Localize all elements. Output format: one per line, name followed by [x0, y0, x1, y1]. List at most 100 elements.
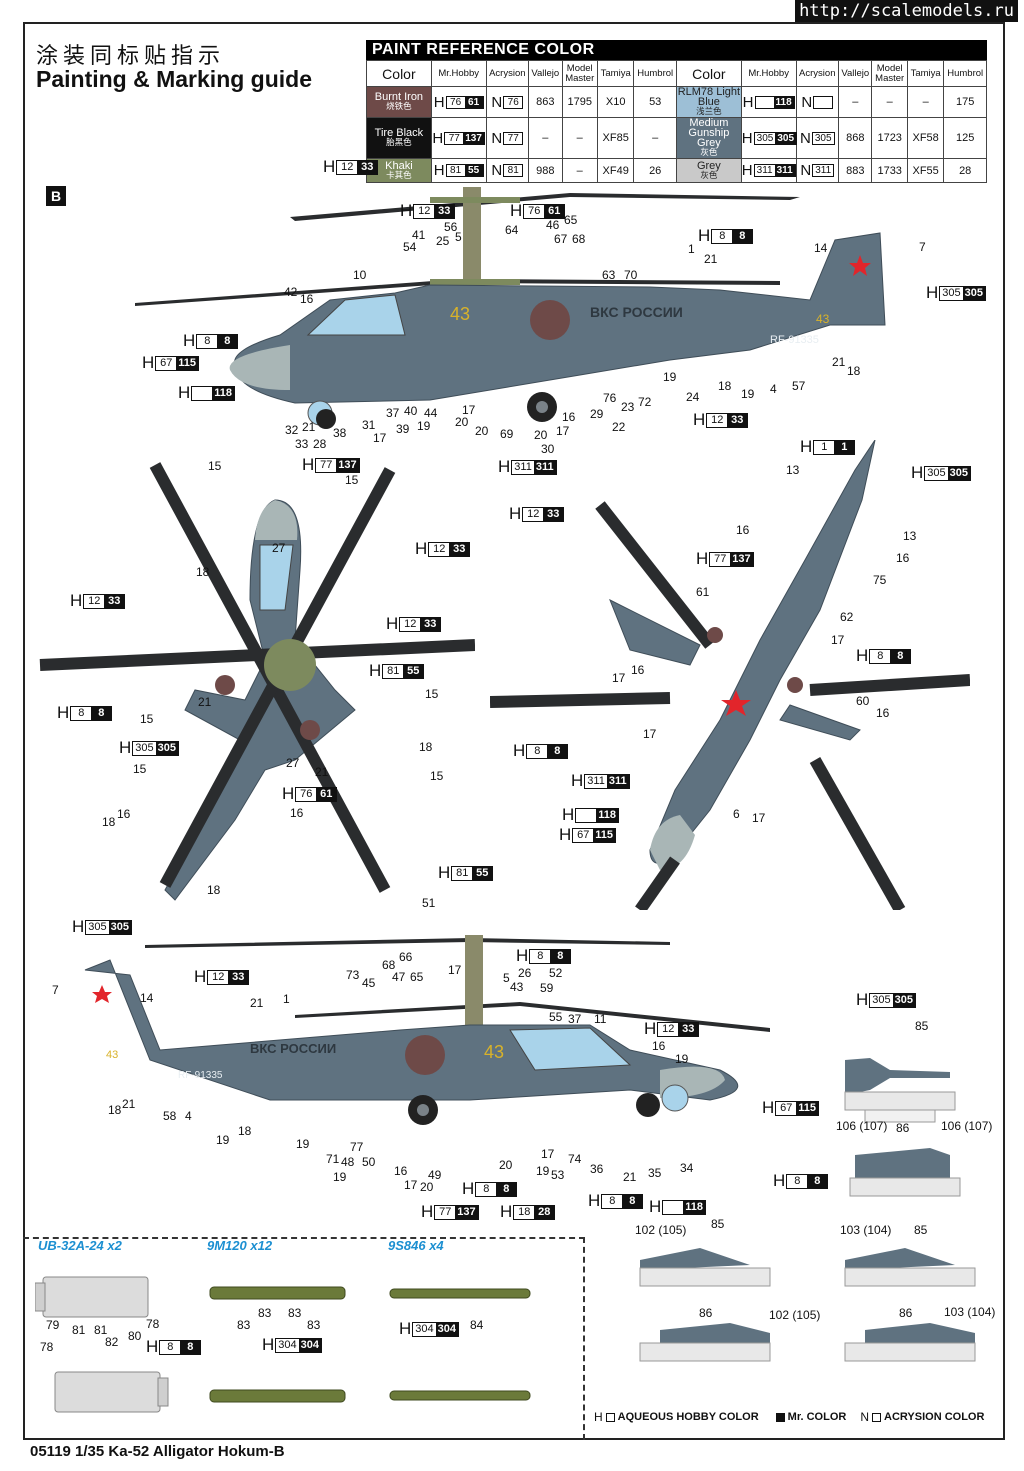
part-number-label: 14 — [814, 241, 828, 255]
part-number-label: 30 — [541, 442, 555, 456]
part-number-label: 21 — [832, 355, 846, 369]
part-number-label: 68 — [572, 232, 586, 246]
model-master-code: – — [871, 86, 908, 118]
part-number-label: 18 — [419, 740, 433, 754]
part-number-label: 18 — [238, 1124, 252, 1138]
part-number-label: 16 — [290, 806, 304, 820]
part-number-label: 15 — [133, 762, 147, 776]
paint-table-title: PAINT REFERENCE COLOR — [366, 40, 987, 60]
part-number-label: 28 — [313, 437, 327, 451]
svg-text:RF-91335: RF-91335 — [178, 1070, 223, 1081]
part-number-label: 17 — [462, 403, 476, 417]
tamiya-code: XF58 — [906, 117, 945, 159]
part-number-label: 18 — [718, 379, 732, 393]
paint-column-header: Humbrol — [633, 60, 677, 87]
weapon-title: 9M120 x12 — [207, 1238, 273, 1253]
part-number-label: 54 — [403, 240, 417, 254]
model-master-code: 1795 — [561, 86, 598, 118]
part-number-label: 83 — [237, 1318, 251, 1332]
part-number-label: 21 — [315, 765, 329, 779]
part-number-label: 4 — [185, 1109, 192, 1123]
part-number-label: 15 — [208, 459, 222, 473]
part-number-label: 38 — [333, 426, 347, 440]
humbrol-code: 26 — [633, 158, 677, 183]
svg-text:43: 43 — [816, 312, 830, 326]
part-number-label: 10 — [353, 268, 367, 282]
part-number-label: 26 — [518, 966, 532, 980]
part-number-label: 86 — [896, 1121, 910, 1135]
part-number-label: 80 — [128, 1329, 142, 1343]
part-number-label: 57 — [792, 379, 806, 393]
part-number-label: 31 — [362, 418, 376, 432]
part-number-label: 67 — [554, 232, 568, 246]
humbrol-code: – — [633, 117, 677, 159]
part-number-label: 32 — [285, 423, 299, 437]
part-number-label: 17 — [373, 431, 387, 445]
part-number-label: 73 — [346, 968, 360, 982]
part-number-label: 63 — [602, 268, 616, 282]
part-number-label: 36 — [590, 1162, 604, 1176]
part-number-label: 78 — [146, 1317, 160, 1331]
part-number-label: 7 — [52, 983, 59, 997]
part-number-label: 21 — [623, 1170, 637, 1184]
part-number-label: 27 — [286, 756, 300, 770]
paint-column-header: Vallejo — [838, 60, 873, 87]
part-number-label: 61 — [696, 585, 710, 599]
part-number-label: 16 — [652, 1039, 666, 1053]
tail-number-43: 43 — [450, 304, 470, 324]
color-name-cn: 胎黑色 — [386, 138, 412, 148]
model-master-code: – — [561, 117, 598, 159]
color-code-box: 118 — [754, 95, 795, 109]
color-name: Burnt Iron — [374, 91, 424, 103]
part-number-label: 20 — [475, 424, 489, 438]
vallejo-code: – — [528, 117, 563, 159]
part-number-label: 34 — [680, 1161, 694, 1175]
paint-column-header: Acrysion — [485, 60, 530, 87]
part-number-label: 75 — [873, 573, 887, 587]
bottom-view-illustration — [490, 440, 970, 910]
part-number-label: 17 — [404, 1178, 418, 1192]
part-number-label: 16 — [876, 706, 890, 720]
part-number-label: 23 — [621, 400, 635, 414]
svg-text:43: 43 — [484, 1042, 504, 1062]
humbrol-code: 175 — [943, 86, 987, 118]
svg-text:ВКС РОССИИ: ВКС РОССИИ — [250, 1041, 336, 1056]
side-view-bottom-illustration: 43 ВКС РОССИИ RF-91335 43 — [84, 935, 770, 1125]
paint-column-header: Vallejo — [528, 60, 563, 87]
part-number-label: 79 — [46, 1318, 60, 1332]
footer-title: 05119 1/35 Ka-52 Alligator Hokum-B — [30, 1443, 285, 1460]
svg-text:43: 43 — [106, 1049, 118, 1061]
part-number-label: 33 — [295, 437, 309, 451]
part-number-label: 78 — [40, 1340, 54, 1354]
color-name: Khaki — [385, 159, 413, 172]
